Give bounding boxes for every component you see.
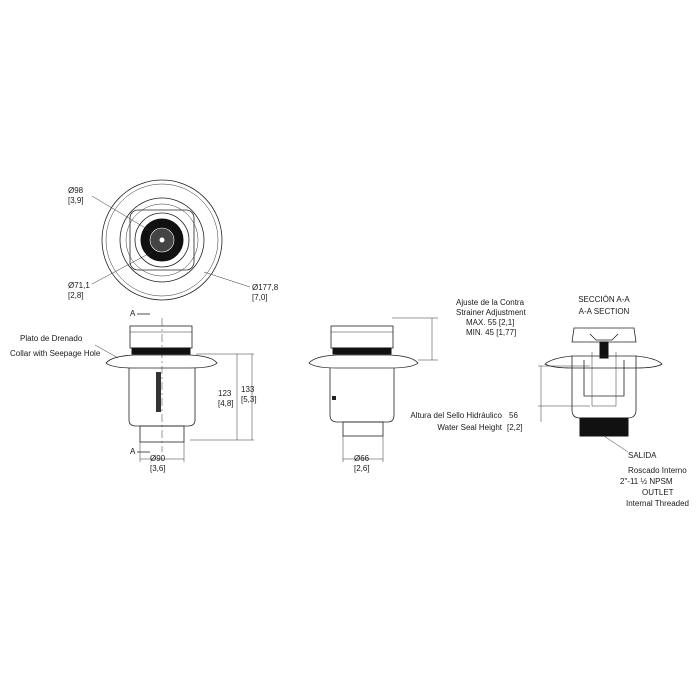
mid-dia-inch-label: [3,9] bbox=[68, 196, 84, 205]
top-view: Ø98 [3,9] Ø71,1 [2,8] Ø177,8 [7,0] bbox=[68, 179, 279, 302]
seal-value-inch-label: [2,2] bbox=[507, 423, 523, 432]
outlet-line-3: 2"-11 ½ NPSM bbox=[620, 477, 673, 486]
front-label-strip bbox=[156, 372, 161, 412]
top-view-strainer-ring bbox=[134, 212, 190, 268]
section-stem bbox=[599, 341, 609, 359]
plate-label-es: Plato de Drenado bbox=[20, 334, 83, 343]
seal-value-label: 56 bbox=[509, 411, 518, 420]
plate-label-en: Collar with Seepage Hole bbox=[10, 349, 101, 358]
front-strainer-cap bbox=[129, 325, 193, 349]
side-outlet bbox=[342, 421, 384, 437]
outlet-line-4: OUTLET bbox=[642, 488, 674, 497]
leader-plate bbox=[94, 344, 119, 359]
outlet-line-2: Roscado Interno bbox=[628, 466, 687, 475]
front-outlet bbox=[139, 425, 185, 443]
section-cap bbox=[571, 327, 637, 343]
outlet-line-5: Internal Threaded bbox=[626, 499, 689, 508]
adjust-label-en: Strainer Adjustment bbox=[456, 308, 527, 317]
section-body bbox=[571, 356, 637, 419]
outer-dia-inch-label: [7,0] bbox=[252, 293, 268, 302]
leader-outlet bbox=[603, 435, 629, 453]
section-plate bbox=[544, 355, 663, 369]
height-2-label: 133 bbox=[241, 385, 255, 394]
seal-label-en: Water Seal Height bbox=[437, 423, 502, 432]
inner-dia-inch-label: [2,8] bbox=[68, 291, 84, 300]
seal-label-es: Altura del Sello Hidráulico bbox=[410, 411, 502, 420]
height-1-inch-label: [4,8] bbox=[218, 399, 234, 408]
outlet-line-1: SALIDA bbox=[628, 451, 657, 460]
leader-outer-dia bbox=[203, 271, 251, 288]
section-cap-inner bbox=[589, 333, 619, 341]
bottom-dia-inch-label: [3,6] bbox=[150, 464, 166, 473]
bottom-dia-label: Ø90 bbox=[150, 454, 166, 463]
outer-dia-label: Ø177,8 bbox=[252, 283, 279, 292]
top-view-collar-circle bbox=[119, 197, 205, 283]
section-trap-cup bbox=[591, 352, 617, 407]
height-1-label: 123 bbox=[218, 389, 232, 398]
top-view-rim-circle bbox=[105, 183, 219, 297]
adjust-min-label: MIN. 45 [1,77] bbox=[466, 328, 516, 337]
top-view-outer-circle bbox=[101, 179, 223, 301]
side-bottom-dia-inch-label: [2,6] bbox=[354, 464, 370, 473]
front-thread-band bbox=[131, 347, 191, 355]
adjust-label-es: Ajuste de la Contra bbox=[456, 298, 525, 307]
leader-inner-dia bbox=[91, 251, 153, 285]
side-body bbox=[329, 368, 395, 423]
front-plate-collar bbox=[105, 354, 218, 369]
section-outlet-thread bbox=[579, 417, 629, 437]
section-mark-top: A bbox=[130, 309, 136, 318]
section-view: SECCIÓN A-A A-A SECTION Altura del Sello… bbox=[410, 295, 689, 508]
height-2-inch-label: [5,3] bbox=[241, 395, 257, 404]
adjust-max-label: MAX. 55 [2,1] bbox=[466, 318, 514, 327]
side-seepage-hole bbox=[332, 396, 336, 400]
inner-dia-label: Ø71,1 bbox=[68, 281, 90, 290]
side-plate-collar bbox=[308, 354, 419, 369]
section-title-es: SECCIÓN A-A bbox=[578, 295, 630, 304]
top-view-collar-inner-circle bbox=[125, 203, 199, 277]
side-bottom-dia-label: Ø66 bbox=[354, 454, 370, 463]
section-mark-bottom: A bbox=[130, 447, 136, 456]
section-title-en: A-A SECTION bbox=[579, 307, 630, 316]
side-strainer-cap bbox=[330, 325, 394, 349]
side-view: Ajuste de la Contra Strainer Adjustment … bbox=[308, 298, 527, 473]
top-view-center-dot bbox=[159, 237, 165, 243]
front-view: A A Plato de Drenado Collar with Seepage… bbox=[10, 309, 257, 473]
top-view-strainer-frame bbox=[129, 209, 195, 271]
mid-dia-label: Ø98 bbox=[68, 186, 84, 195]
side-thread-band bbox=[332, 347, 392, 355]
leader-mid-dia bbox=[91, 195, 153, 233]
section-trap-inner bbox=[583, 360, 625, 397]
